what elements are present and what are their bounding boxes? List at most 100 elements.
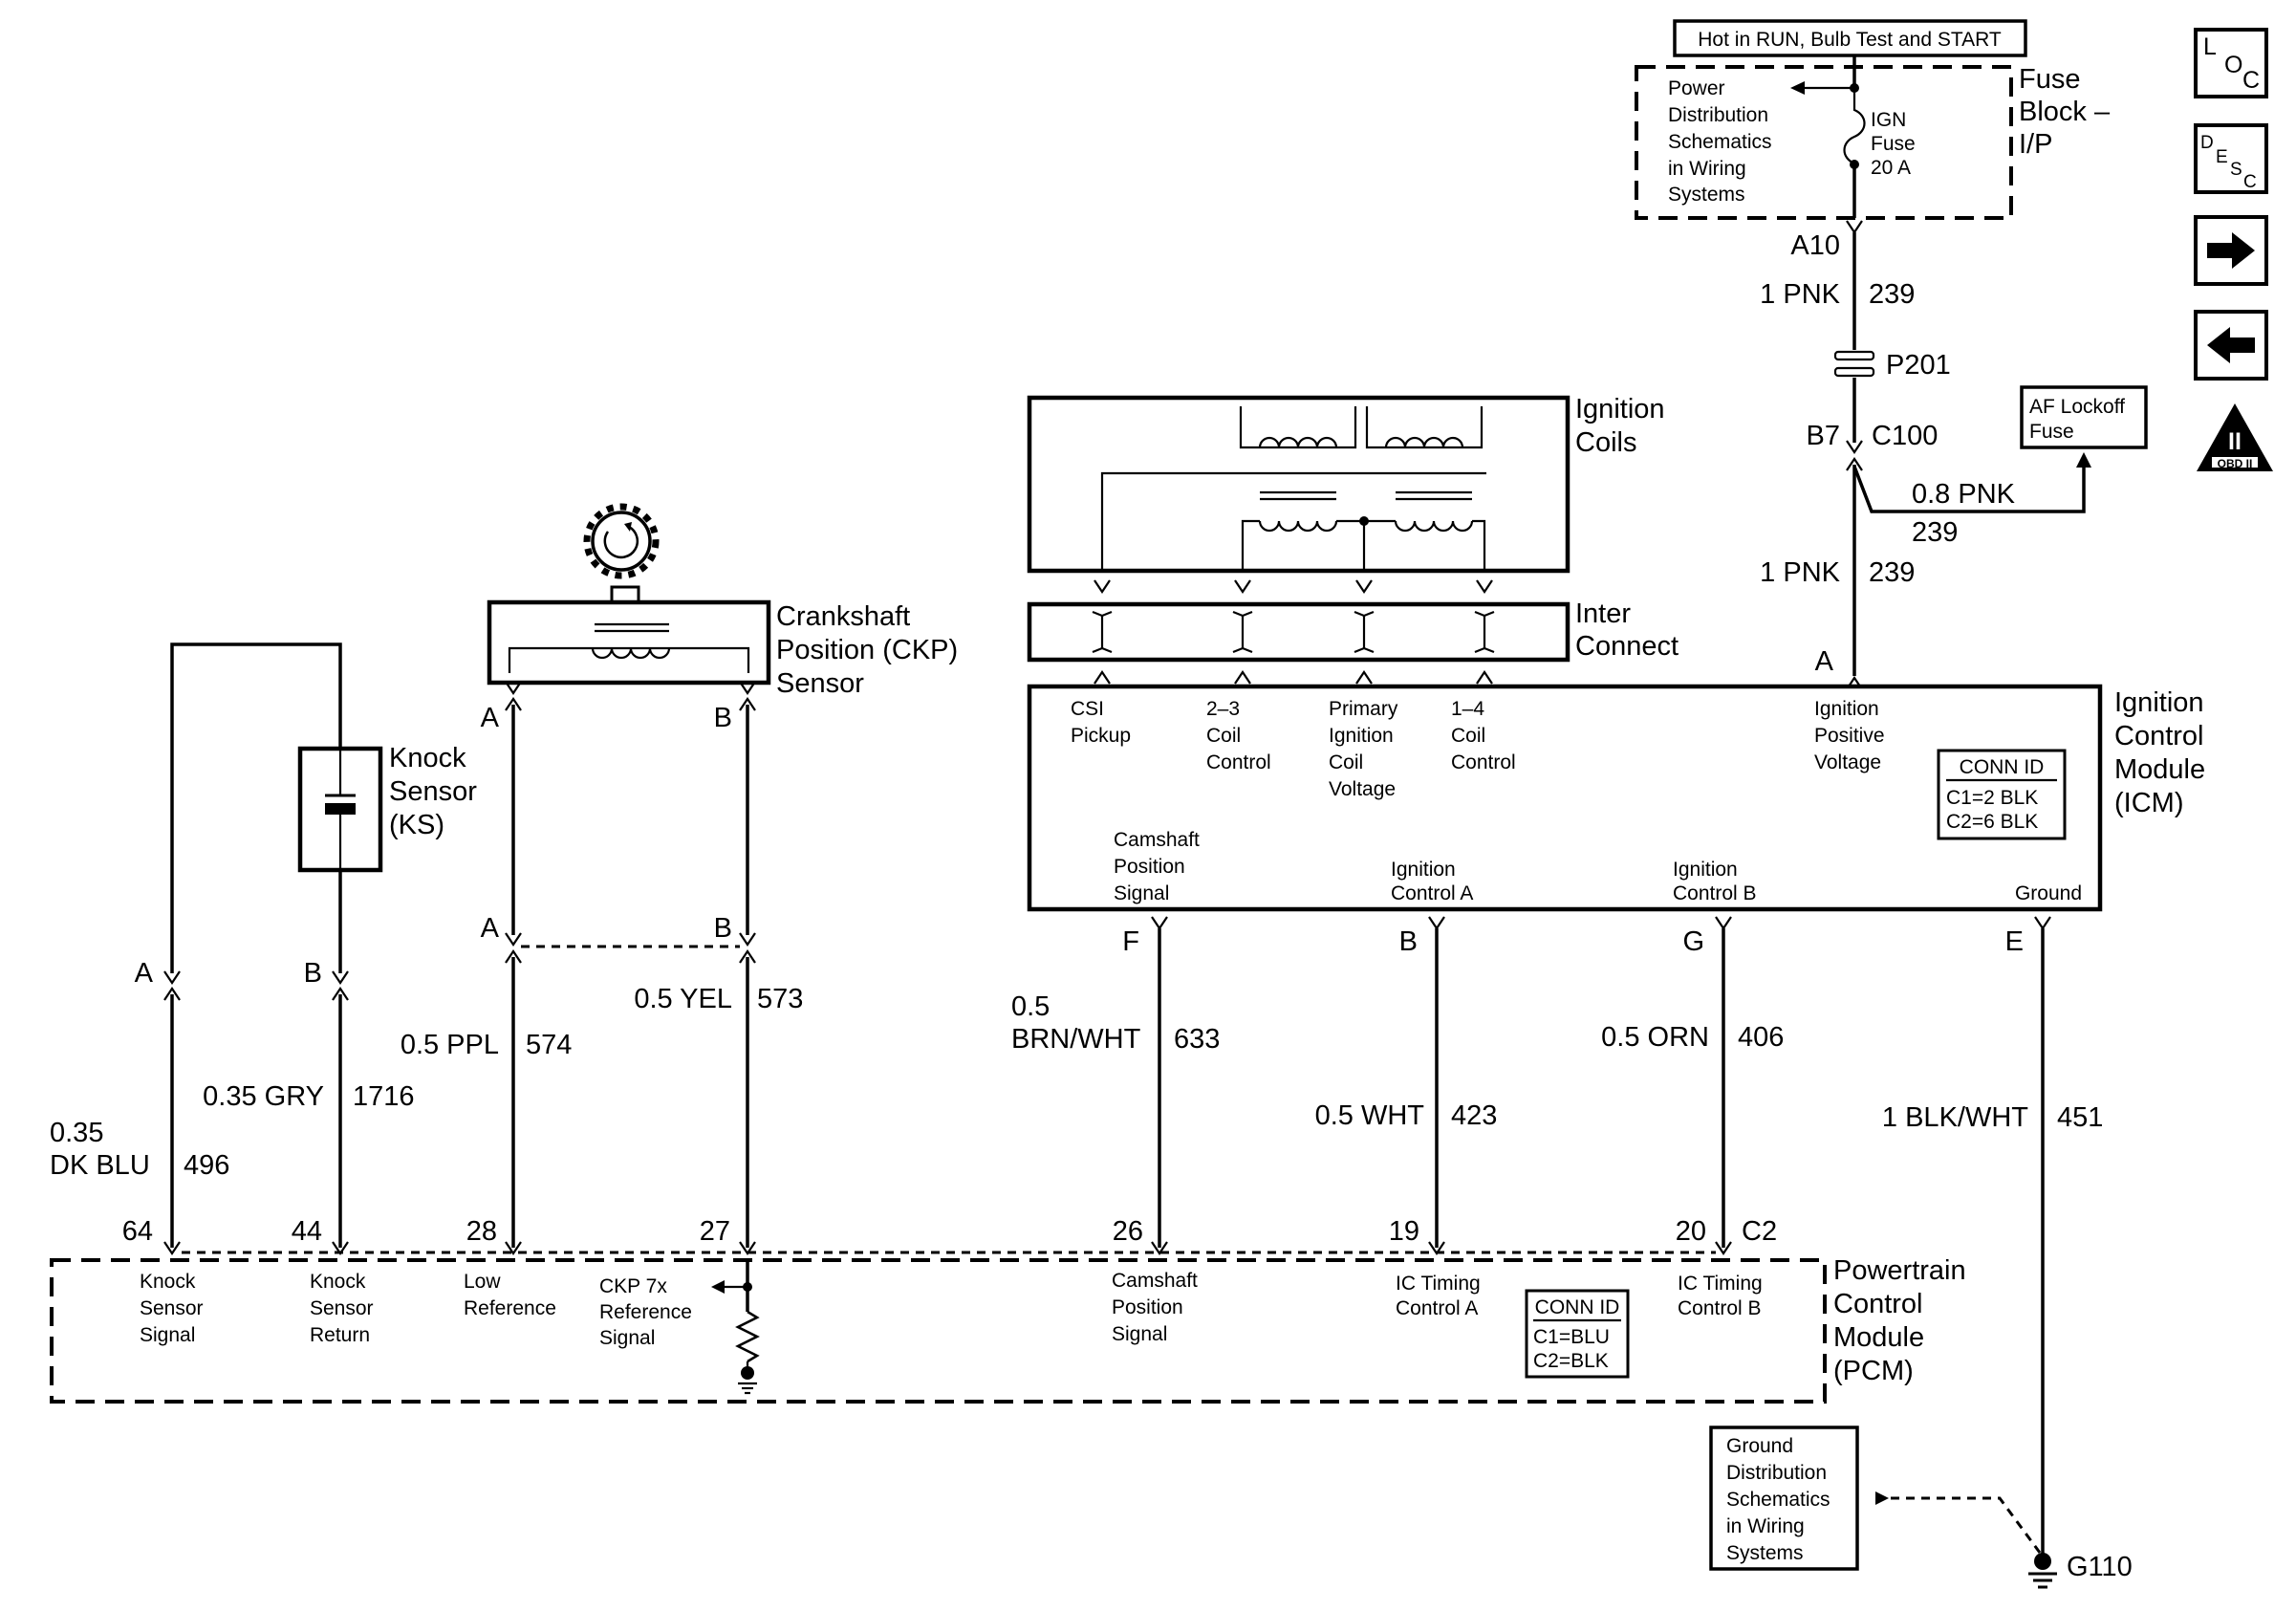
- b7-pin: B7: [1807, 421, 1840, 451]
- ckp-label-1: Crankshaft: [776, 601, 910, 632]
- pcm-label-3: Module: [1833, 1322, 1924, 1353]
- icm-ign-positive-2: Positive: [1814, 725, 1885, 747]
- svg-text:D: D: [2200, 133, 2214, 153]
- icm-csi-pickup-2: Pickup: [1071, 725, 1131, 747]
- ignition-coils: [1027, 395, 1570, 574]
- wire-451-color: 1 BLK/WHT: [1882, 1102, 2028, 1133]
- pcm-connectors: [162, 1240, 1733, 1255]
- icm-bottom-connectors: [1150, 915, 2052, 930]
- icm-ign-positive-3: Voltage: [1814, 751, 1881, 773]
- icm-ign-control-a-1: Ignition: [1391, 859, 1456, 881]
- obd-ii-icon[interactable]: II OBD II: [2197, 403, 2273, 471]
- wire-451-circuit: 451: [2057, 1102, 2103, 1133]
- icm-label-2: Control: [2114, 721, 2204, 751]
- coil-connectors: [1093, 578, 1494, 594]
- wire-1716-circuit: 1716: [353, 1081, 415, 1112]
- icm-label-1: Ignition: [2114, 687, 2204, 718]
- inter-connect: [1027, 601, 1570, 663]
- powertrain-control-module: Knock Sensor Signal Knock Sensor Return …: [50, 1258, 1827, 1404]
- pcm-ckp-ref-2: Reference: [599, 1301, 692, 1323]
- fuse-block-ip: Power Distribution Schematics in Wiring …: [1635, 65, 2013, 220]
- pcm-ic-timing-b-1: IC Timing: [1678, 1273, 1763, 1295]
- pcm-ks-return-2: Sensor: [310, 1297, 374, 1319]
- svg-text:C: C: [2242, 67, 2260, 94]
- ignition-coils-label-1: Ignition: [1575, 394, 1665, 425]
- arrow-left-icon: [1790, 81, 1805, 95]
- ground-note-1: Ground: [1726, 1435, 1793, 1457]
- icm-label-3: Module: [2114, 754, 2205, 785]
- pcm-ks-signal-3: Signal: [140, 1324, 195, 1346]
- inter-connect-label-1: Inter: [1575, 599, 1631, 629]
- ign-fuse-label-1: IGN: [1871, 109, 1906, 131]
- pcm-label-4: (PCM): [1833, 1356, 1914, 1386]
- icm-cmp-signal-2: Position: [1114, 856, 1185, 878]
- arrow-left-icon: [711, 1280, 725, 1294]
- wire-633-color-2: BRN/WHT: [1011, 1024, 1141, 1055]
- pcm-ks-signal-2: Sensor: [140, 1297, 204, 1319]
- fuse-icon: [1843, 88, 1866, 165]
- wire-423-circuit: 423: [1451, 1100, 1497, 1131]
- desc-icon[interactable]: D E S C: [2194, 123, 2268, 194]
- fuse-block-label-3: I/P: [2019, 129, 2052, 160]
- icm-ign-control-b-2: Control B: [1673, 882, 1757, 904]
- pcm-conn-id-c2: C2=BLK: [1533, 1350, 1609, 1372]
- loc-icon[interactable]: L O C: [2194, 28, 2268, 98]
- icm-label-4: (ICM): [2114, 788, 2183, 818]
- pcm-pin-26: 26: [1113, 1216, 1143, 1247]
- fuse-block-note-1: Power: [1668, 77, 1725, 99]
- pcm-ic-timing-a-2: Control A: [1396, 1297, 1478, 1319]
- power-wire: A10 1 PNK 239 P201 B7 C100 0.8 PNK 239 1…: [1760, 219, 2091, 691]
- nav-icons: L O C D E S C II OBD II: [2194, 28, 2273, 471]
- pcm-ks-signal-1: Knock: [140, 1271, 196, 1293]
- pcm-conn-id-title: CONN ID: [1535, 1296, 1620, 1318]
- icm-ground: Ground: [2015, 882, 2082, 904]
- ground-distribution-note: Ground Distribution Schematics in Wiring…: [1709, 1426, 1859, 1571]
- svg-text:S: S: [2230, 160, 2242, 180]
- icm-primary-voltage-1: Primary: [1329, 698, 1398, 720]
- icm-cmp-signal-1: Camshaft: [1114, 829, 1200, 851]
- ign-fuse-label-3: 20 A: [1871, 157, 1911, 179]
- wire-pnk-top-color: 1 PNK: [1760, 279, 1840, 310]
- fuse-block-note-5: Systems: [1668, 184, 1745, 206]
- ckp-label-3: Sensor: [776, 668, 864, 699]
- ckp-pin-a: A: [481, 703, 500, 733]
- pcm-ic-timing-b-2: Control B: [1678, 1297, 1762, 1319]
- ground-note-3: Schematics: [1726, 1489, 1830, 1511]
- wire-pnk-branch-circuit: 239: [1912, 517, 1958, 548]
- knock-sensor-label-2: Sensor: [389, 776, 477, 807]
- af-lockoff-fuse: AF Lockoff Fuse: [2020, 385, 2148, 449]
- icm-primary-voltage-2: Ignition: [1329, 725, 1394, 747]
- pcm-ckp-ref-3: Signal: [599, 1327, 655, 1349]
- icm-ign-control-b-1: Ignition: [1673, 859, 1738, 881]
- pcm-pin-20: 20: [1676, 1216, 1706, 1247]
- icm-23-coil-1: 2–3: [1206, 698, 1240, 720]
- power-header-box: Hot in RUN, Bulb Test and START: [1673, 19, 2027, 57]
- g110-ground-icon: [2028, 1553, 2057, 1589]
- icm-csi-pickup-1: CSI: [1071, 698, 1104, 720]
- svg-text:E: E: [2216, 147, 2228, 167]
- arrow-right-icon[interactable]: [2194, 215, 2268, 286]
- ckp-wires: [504, 680, 757, 1248]
- ignition-coils-label-2: Coils: [1575, 427, 1636, 458]
- wire-423-color: 0.5 WHT: [1315, 1100, 1425, 1131]
- reluctor-wheel-icon: [583, 503, 660, 579]
- pcm-label-1: Powertrain: [1833, 1255, 1966, 1286]
- icm-top-connectors: [1093, 670, 1494, 686]
- pcm-ckp-ref-1: CKP 7x: [599, 1275, 667, 1297]
- a10-pin: A10: [1790, 230, 1840, 261]
- ground-note-5: Systems: [1726, 1542, 1804, 1564]
- ckp-pullup-resistor: [711, 1258, 760, 1395]
- arrow-left-icon[interactable]: [2194, 310, 2268, 381]
- knock-sensor: [170, 642, 383, 973]
- pcm-pin-numbers: 64 44 28 27 26 19 20 C2: [122, 1216, 1777, 1247]
- ground-note-2: Distribution: [1726, 1462, 1827, 1484]
- pcm-cmp-signal-3: Signal: [1112, 1323, 1167, 1345]
- fuse-block-note-2: Distribution: [1668, 104, 1768, 126]
- inter-connect-label-2: Connect: [1575, 631, 1679, 662]
- p201-splice-icon: [1833, 350, 1875, 378]
- wire-406-circuit: 406: [1738, 1022, 1784, 1053]
- icm-pin-g: G: [1682, 926, 1704, 957]
- wire-pnk-bottom-color: 1 PNK: [1760, 557, 1840, 588]
- power-header: Hot in RUN, Bulb Test and START: [1698, 29, 2002, 51]
- svg-text:L: L: [2203, 33, 2217, 60]
